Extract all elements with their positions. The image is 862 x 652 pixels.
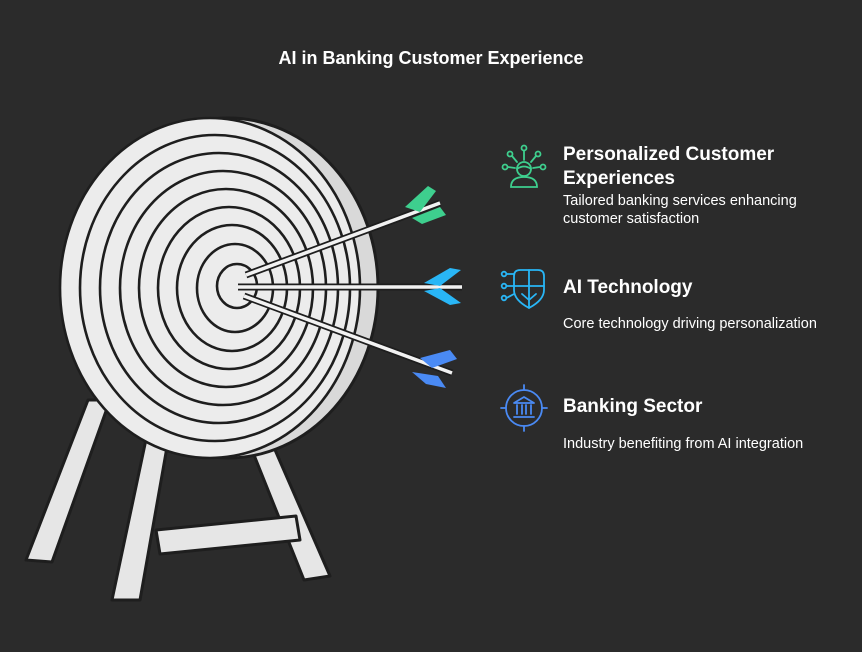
item-description: Core technology driving personalization bbox=[563, 316, 817, 332]
item-heading: Banking Sector bbox=[563, 396, 703, 417]
arrow-green bbox=[244, 186, 446, 279]
arrow-blue bbox=[242, 292, 457, 388]
item-description: Tailored banking services enhancing cust… bbox=[563, 193, 797, 227]
item-heading: AI Technology bbox=[563, 277, 693, 298]
page-title: AI in Banking Customer Experience bbox=[278, 48, 584, 68]
target-face bbox=[58, 116, 362, 460]
bank-target-icon bbox=[500, 384, 548, 432]
item-heading: Personalized Customer Experiences bbox=[563, 144, 775, 189]
target-stand bbox=[24, 398, 332, 602]
item-description: Industry benefiting from AI integration bbox=[563, 436, 804, 452]
arrow-cyan bbox=[238, 268, 462, 305]
ai-shield-circuit-icon bbox=[500, 269, 545, 310]
person-network-icon bbox=[501, 144, 547, 188]
